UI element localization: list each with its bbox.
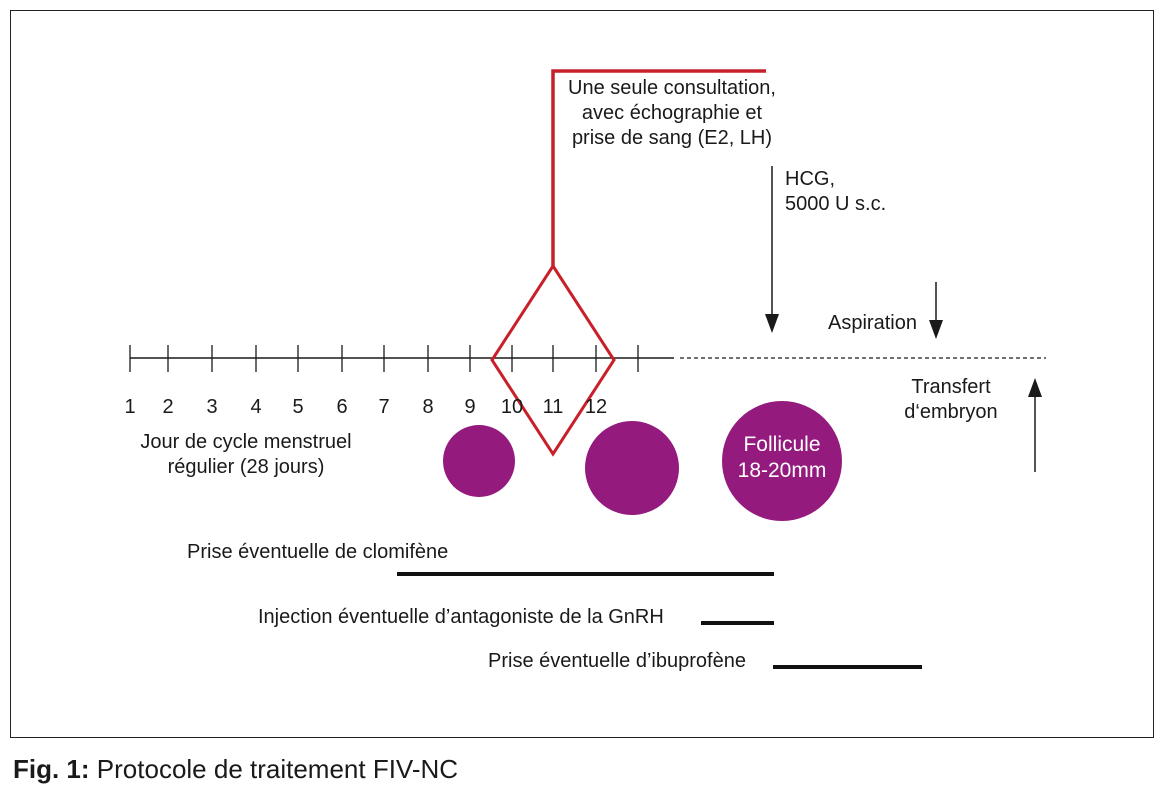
hcg-arrow-head bbox=[765, 314, 779, 333]
day-number: 7 bbox=[378, 396, 390, 418]
axis-label-line2: régulier (28 jours) bbox=[167, 456, 325, 478]
day-number: 6 bbox=[336, 396, 348, 418]
consultation-line3: prise de sang (E2, LH) bbox=[571, 127, 773, 149]
caption-title: Protocole de traitement FIV-NC bbox=[96, 754, 459, 784]
consultation-diamond bbox=[490, 263, 616, 457]
transfer-arrow-head bbox=[1028, 378, 1042, 397]
hcg-label: HCG, 5000 U s.c. bbox=[785, 167, 886, 217]
follicle-medium bbox=[585, 421, 679, 515]
antagonist-label: Injection éventuelle d’antagoniste de la… bbox=[258, 606, 664, 628]
consultation-line2: avec échographie et bbox=[581, 102, 763, 124]
axis-label: Jour de cycle menstruel régulier (28 jou… bbox=[128, 430, 364, 480]
transfer-label: Transfert d‘embryon bbox=[890, 375, 1012, 425]
day-number: 3 bbox=[206, 396, 218, 418]
aspiration-arrow-head bbox=[929, 320, 943, 339]
day-number: 8 bbox=[422, 396, 434, 418]
day-number: 11 bbox=[542, 396, 564, 418]
timeline-ticks bbox=[129, 345, 639, 372]
figure-caption: Fig. 1: Protocole de traitement FIV-NC bbox=[13, 754, 458, 785]
day-number: 10 bbox=[500, 396, 524, 418]
transfer-line1: Transfert bbox=[911, 376, 991, 398]
aspiration-label: Aspiration bbox=[828, 312, 917, 334]
clomiphene-label: Prise éventuelle de clomifène bbox=[187, 541, 449, 563]
follicle-label: Follicule 18-20mm bbox=[724, 432, 840, 484]
axis-label-line1: Jour de cycle menstruel bbox=[140, 431, 352, 453]
transfer-line2: d‘embryon bbox=[904, 401, 998, 423]
hcg-line1: HCG, bbox=[785, 168, 835, 190]
day-number: 4 bbox=[250, 396, 262, 418]
follicle-large bbox=[722, 401, 842, 521]
day-number: 12 bbox=[584, 396, 608, 418]
day-number: 9 bbox=[464, 396, 476, 418]
consultation-text: Une seule consultation, avec échographie… bbox=[556, 76, 788, 151]
consultation-bracket-line bbox=[551, 69, 766, 266]
consultation-line1: Une seule consultation, bbox=[568, 77, 776, 99]
follicle-line1: Follicule bbox=[743, 433, 821, 456]
caption-label: Fig. 1: bbox=[13, 754, 90, 784]
ibuprofen-label: Prise éventuelle d’ibuprofène bbox=[488, 650, 746, 672]
follicle-line2: 18-20mm bbox=[737, 459, 827, 482]
day-number: 5 bbox=[292, 396, 304, 418]
follicle-small bbox=[443, 425, 515, 497]
day-number: 2 bbox=[162, 396, 174, 418]
figure-frame bbox=[10, 10, 1154, 738]
day-number: 1 bbox=[124, 396, 136, 418]
hcg-line2: 5000 U s.c. bbox=[785, 193, 887, 215]
